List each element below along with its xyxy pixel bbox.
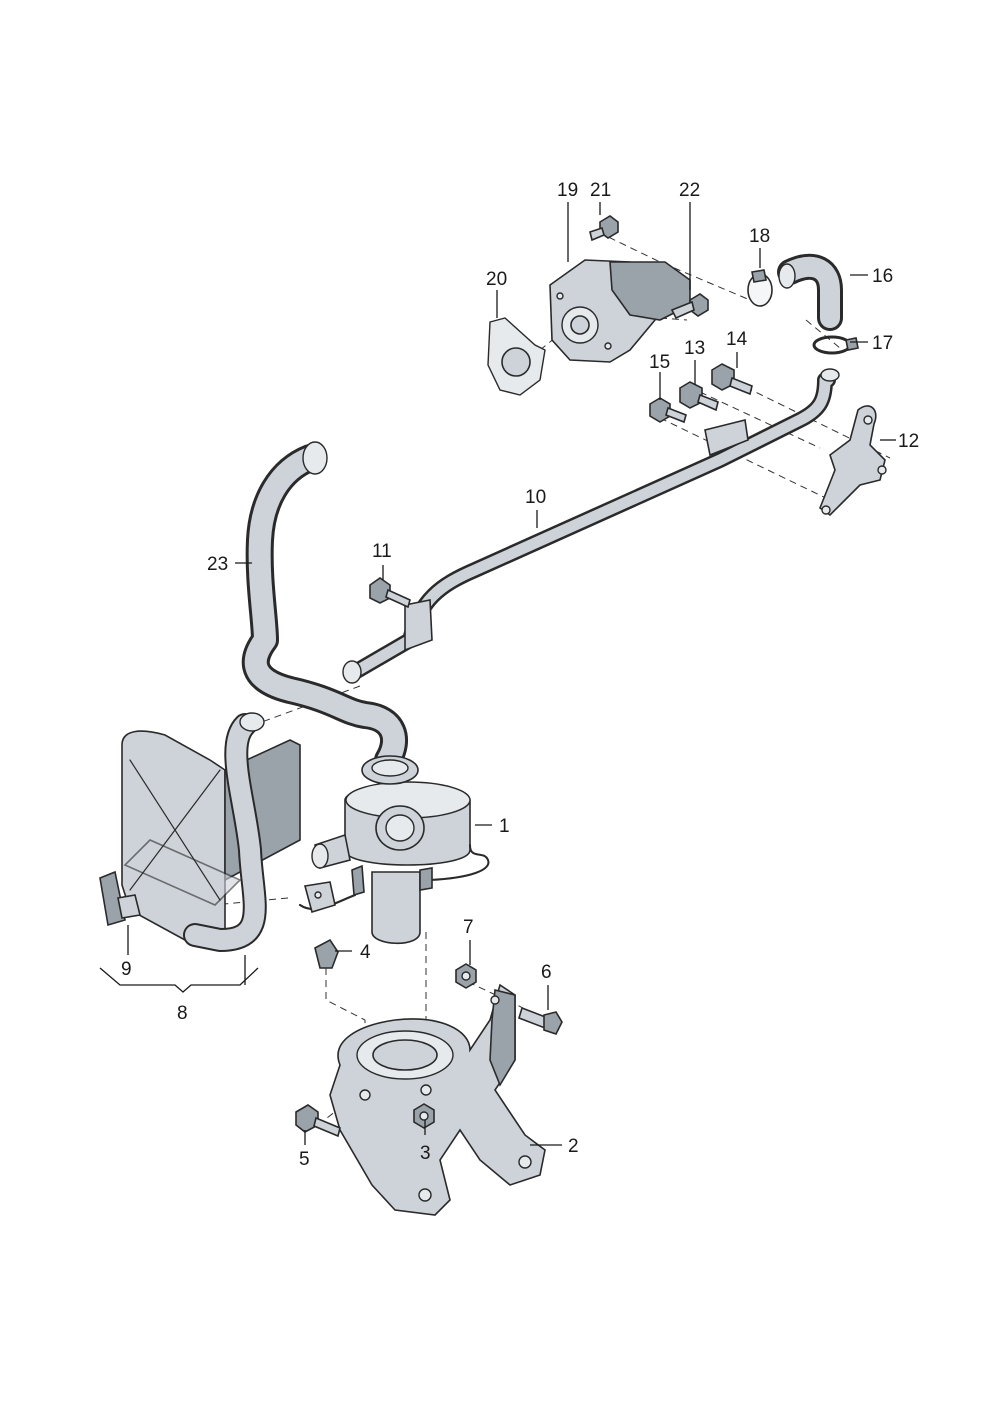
mounting-bracket xyxy=(329,983,546,1216)
bolt-15 xyxy=(649,397,687,424)
callout-8: 8 xyxy=(177,1003,188,1024)
callout-2: 2 xyxy=(568,1136,579,1157)
callout-18: 18 xyxy=(749,226,770,247)
callout-labels: 1 2 3 4 5 6 7 8 9 10 11 12 13 14 15 16 1… xyxy=(121,180,919,1170)
leader-lines xyxy=(99,202,896,1146)
clamp-17 xyxy=(812,335,859,355)
callout-13: 13 xyxy=(684,338,705,359)
pipe-10 xyxy=(342,368,840,684)
callout-16: 16 xyxy=(872,266,893,287)
bolt-6 xyxy=(518,1006,563,1035)
combination-valve-19 xyxy=(549,259,691,363)
callout-6: 6 xyxy=(541,962,552,983)
clamp-18 xyxy=(747,269,773,307)
hose-16 xyxy=(777,253,843,331)
nut-3 xyxy=(413,1103,435,1129)
callout-20: 20 xyxy=(486,269,507,290)
sensor-9 xyxy=(99,870,141,927)
callout-12: 12 xyxy=(898,431,919,452)
callout-10: 10 xyxy=(525,487,546,508)
hose-23 xyxy=(241,441,419,785)
callout-19: 19 xyxy=(557,180,578,201)
callout-22: 22 xyxy=(679,180,700,201)
gasket-20 xyxy=(487,317,546,396)
secondary-air-pump xyxy=(298,781,490,944)
bolt-21 xyxy=(589,215,619,242)
callout-11: 11 xyxy=(372,541,392,562)
callout-4: 4 xyxy=(360,942,371,963)
clip-4 xyxy=(314,938,339,969)
callout-15: 15 xyxy=(649,352,670,373)
callout-14: 14 xyxy=(726,329,748,350)
callout-23: 23 xyxy=(207,554,228,575)
bolt-11 xyxy=(369,577,411,609)
callout-7: 7 xyxy=(463,917,474,938)
callout-1: 1 xyxy=(499,816,510,837)
bolt-22 xyxy=(670,293,709,320)
callout-17: 17 xyxy=(872,333,893,354)
bolt-5 xyxy=(295,1104,341,1138)
callout-3: 3 xyxy=(420,1143,431,1164)
callout-21: 21 xyxy=(590,180,611,201)
bracket-12 xyxy=(819,405,887,517)
bolt-13 xyxy=(679,381,719,412)
callout-9: 9 xyxy=(121,959,132,980)
filter-hose xyxy=(183,712,267,952)
callout-5: 5 xyxy=(299,1149,310,1170)
nut-7 xyxy=(455,963,477,989)
air-filter-housing xyxy=(121,730,301,946)
bolt-14 xyxy=(711,363,753,396)
